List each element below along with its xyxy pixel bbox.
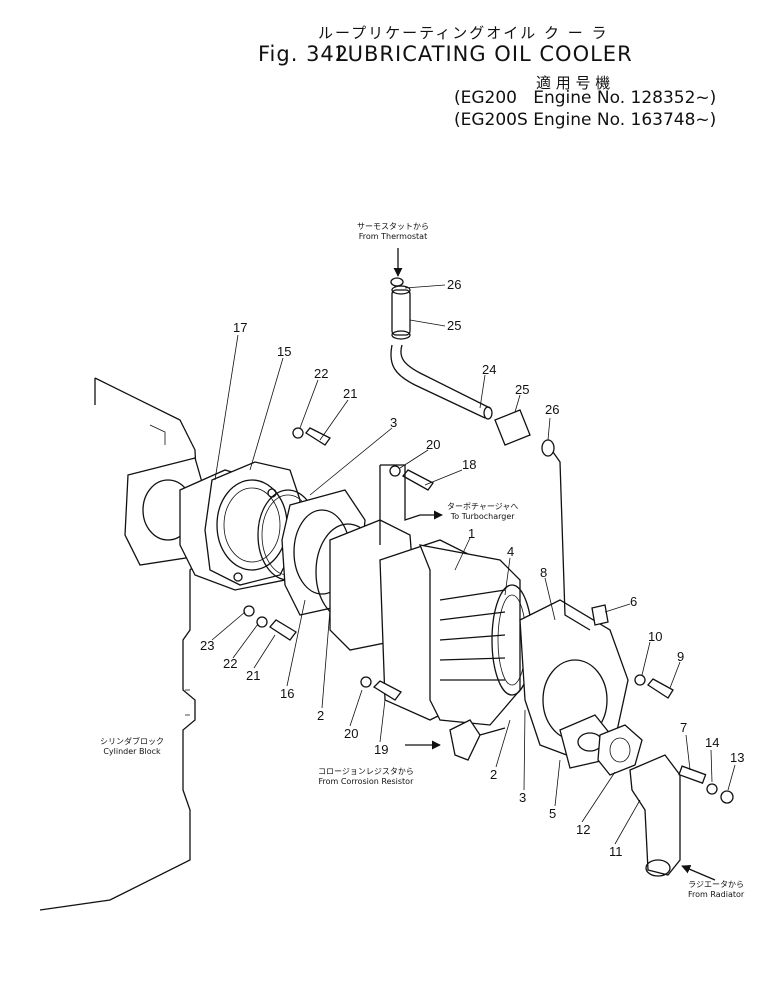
flow-arrows [393,248,716,881]
note-jp: サーモスタットから [357,222,429,231]
part-number: 9 [677,649,685,664]
fittings [449,604,609,761]
paren-open: ( [454,88,461,108]
part-number: 26 [447,277,462,292]
note-jp: ターボチャージャへ [447,502,519,511]
part-number: 16 [280,686,295,701]
part-number: 14 [705,735,720,750]
diagram-title: LUBRICATING OIL COOLER [336,42,633,66]
part-number: 20 [344,726,359,741]
part-number: 6 [630,594,638,609]
turbo-line [379,464,421,545]
gasket-hole [609,737,631,763]
part-number: 7 [680,720,688,735]
part-number: 12 [576,822,591,837]
part-number: 5 [549,806,557,821]
note-en: From Thermostat [358,232,428,241]
part-number: 25 [447,318,462,333]
part-number: 21 [343,386,358,401]
part-number: 24 [482,362,497,377]
part-number: 4 [507,544,515,559]
serial-line-1: (EG200 Engine No. 128352~) [454,88,716,108]
engine-no: Engine No. 163748~ [533,110,710,130]
part-number: 13 [730,750,745,765]
figure-number: Fig. 342 [258,42,350,66]
part-number: 20 [426,437,441,452]
part-number: 19 [374,742,389,757]
part-number: 17 [233,320,248,335]
note-from-thermostat: サーモスタットから From Thermostat [357,222,429,242]
end-cover [519,599,629,769]
part-number: 3 [390,415,398,430]
engine-no: Engine No. 128352~ [533,88,710,108]
part-number: 8 [540,565,548,580]
note-to-turbocharger: ターボチャージャへ To Turbocharger [447,502,518,522]
part-number: 21 [246,668,261,683]
applicable-label: 適 用 号 機 [536,74,611,92]
part-number: 25 [515,382,530,397]
cylinder-block [39,377,211,911]
part-number: 11 [609,844,623,859]
paren-close: ) [709,110,717,130]
note-from-radiator: ラジエータから From Radiator [688,880,744,900]
part-number: 2 [317,708,325,723]
paren-close: ) [709,88,717,108]
model: EG200S [460,110,528,130]
part-number: 23 [200,638,215,653]
part-number: 18 [462,457,477,472]
japanese-title: ループリケーティングオイル ク ー ラ [318,24,609,42]
leader-lines [211,284,736,845]
note-cylinder-block: シリンダブロック Cylinder Block [100,737,164,757]
cooler-housing [329,519,533,726]
note-from-corrosion-resistor: コロージョンレジスタから From Corrosion Resistor [318,767,414,787]
gasket-plates [179,461,301,591]
pipe-24 [390,277,493,420]
note-jp: コロージョンレジスタから [318,767,414,776]
part-number: 15 [277,344,292,359]
note-en: From Corrosion Resistor [318,777,414,786]
note-jp: シリンダブロック [100,737,164,746]
part-number: 1 [468,526,476,541]
paren-open: ( [454,110,461,130]
model: EG200 [460,88,518,108]
note-en: From Radiator [688,890,745,899]
note-en: To Turbocharger [450,512,515,521]
gasket-12 [597,724,643,776]
serial-line-2: (EG200S Engine No. 163748~) [454,110,716,130]
part-number: 22 [314,366,329,381]
part-number: 22 [223,656,238,671]
part-number: 26 [545,402,560,417]
part-number: 3 [519,790,527,805]
elbow-pipe [629,754,681,877]
note-jp: ラジエータから [688,880,744,889]
note-en: Cylinder Block [103,747,161,756]
part-number: 10 [648,629,663,644]
part-number: 2 [490,767,498,782]
hose-25 [494,409,591,631]
